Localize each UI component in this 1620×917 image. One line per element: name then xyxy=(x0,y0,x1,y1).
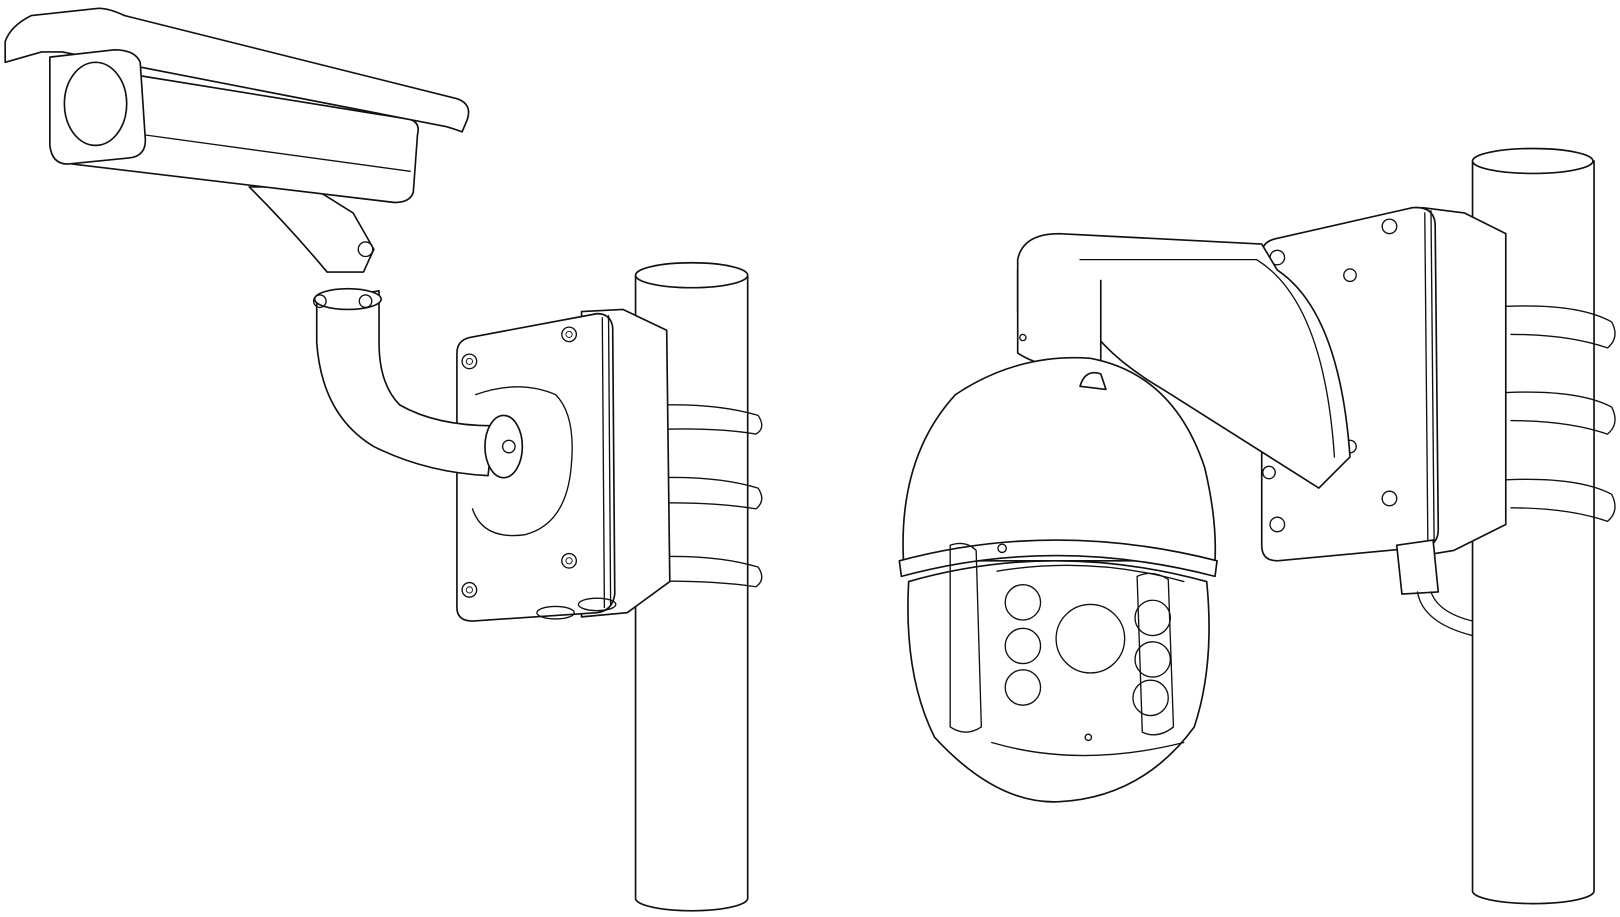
left-pole-clamp-bands xyxy=(622,404,763,588)
ptz-dome-camera xyxy=(898,356,1218,803)
left-camera-arm xyxy=(312,287,524,479)
left-junction-box xyxy=(456,308,671,622)
right-pole-clamp-bands xyxy=(1505,305,1616,523)
dome-wall-bracket xyxy=(1016,232,1351,489)
box-camera xyxy=(4,7,470,273)
